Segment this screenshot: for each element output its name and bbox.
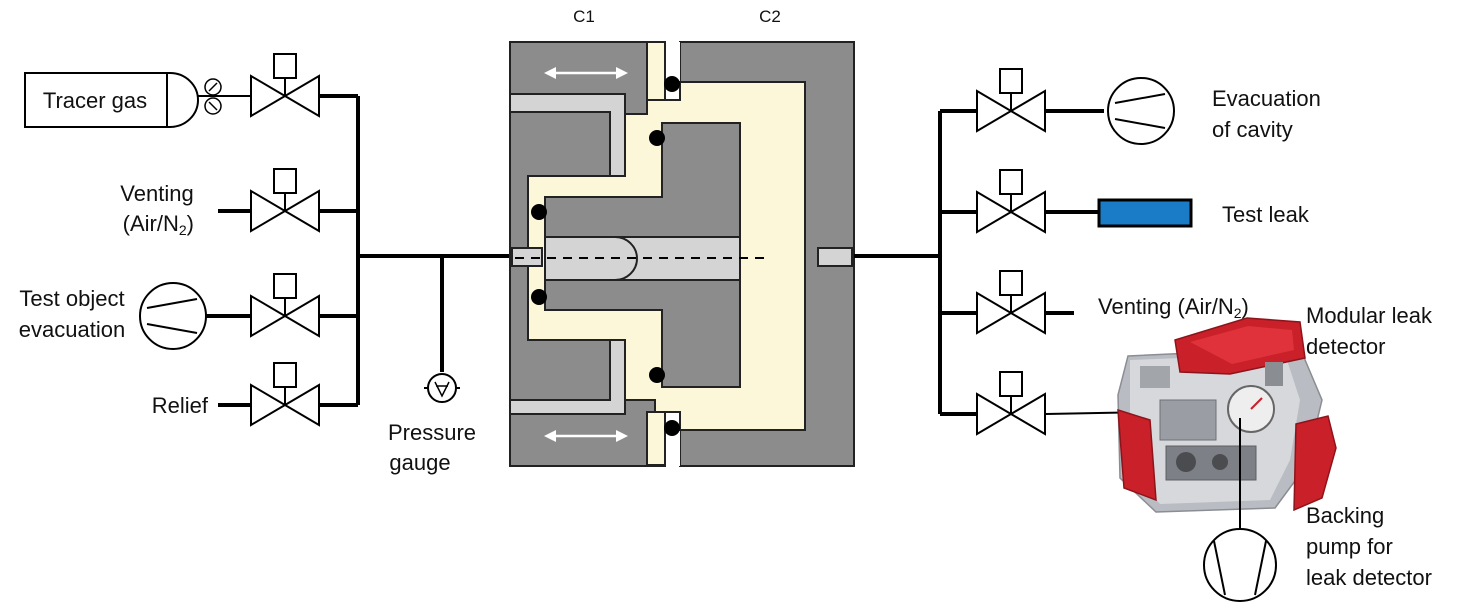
valve-test-object-icon[interactable] xyxy=(250,273,320,337)
modular-leak-detector-label-line2: detector xyxy=(1306,334,1386,359)
o-ring-seal xyxy=(664,76,680,92)
chamber-c2-label: C2 xyxy=(759,7,781,26)
left-manifold xyxy=(186,94,512,407)
valve-venting-right-icon[interactable] xyxy=(976,270,1046,334)
o-ring-seal xyxy=(531,204,547,220)
relief-label: Relief xyxy=(152,393,209,418)
test-object-pump-icon xyxy=(139,282,207,350)
backing-pump-label-line3: leak detector xyxy=(1306,565,1432,590)
pressure-gauge-label-line1: Pressure xyxy=(388,420,476,445)
valve-relief-icon[interactable] xyxy=(250,362,320,426)
test-leak-label: Test leak xyxy=(1222,202,1310,227)
modular-leak-detector-label-line1: Modular leak xyxy=(1306,303,1433,328)
valve-tracer-gas-icon[interactable] xyxy=(250,53,320,117)
evacuation-label-line1: Evacuation xyxy=(1212,86,1321,111)
pressure-regulator-icon xyxy=(204,78,222,115)
backing-pump-label-line2: pump for xyxy=(1306,534,1393,559)
chamber-c1-label: C1 xyxy=(573,7,595,26)
valve-venting-icon[interactable] xyxy=(250,168,320,232)
pressure-gauge-icon xyxy=(424,373,460,403)
test-chamber xyxy=(509,41,855,467)
backing-pump-label-line1: Backing xyxy=(1306,503,1384,528)
venting-label-line1: Venting xyxy=(120,181,193,206)
valve-cavity-evacuation-icon[interactable] xyxy=(976,68,1046,132)
test-object-label-line2: evacuation xyxy=(19,317,125,342)
tracer-gas-bottle: Tracer gas xyxy=(24,72,199,128)
tracer-gas-label: Tracer gas xyxy=(43,88,147,113)
test-leak-icon xyxy=(1097,198,1193,228)
double-arrow-icon xyxy=(544,430,628,442)
test-object-label-line1: Test object xyxy=(19,286,124,311)
o-ring-seal xyxy=(664,420,680,436)
o-ring-seal xyxy=(649,130,665,146)
o-ring-seal xyxy=(531,289,547,305)
cavity-evacuation-pump-icon xyxy=(1107,77,1175,145)
venting-right-label: Venting (Air/N2) xyxy=(1098,294,1249,321)
venting-label-line2: (Air/N2) xyxy=(123,211,194,238)
pressure-gauge-label-line2: gauge xyxy=(389,450,450,475)
leak-detector-device-icon xyxy=(1117,317,1337,513)
backing-pump-icon xyxy=(1203,528,1277,602)
valve-leak-detector-icon[interactable] xyxy=(976,371,1046,435)
evacuation-label-line2: of cavity xyxy=(1212,117,1293,142)
double-arrow-icon xyxy=(544,67,628,79)
o-ring-seal xyxy=(649,367,665,383)
valve-test-leak-icon[interactable] xyxy=(976,169,1046,233)
